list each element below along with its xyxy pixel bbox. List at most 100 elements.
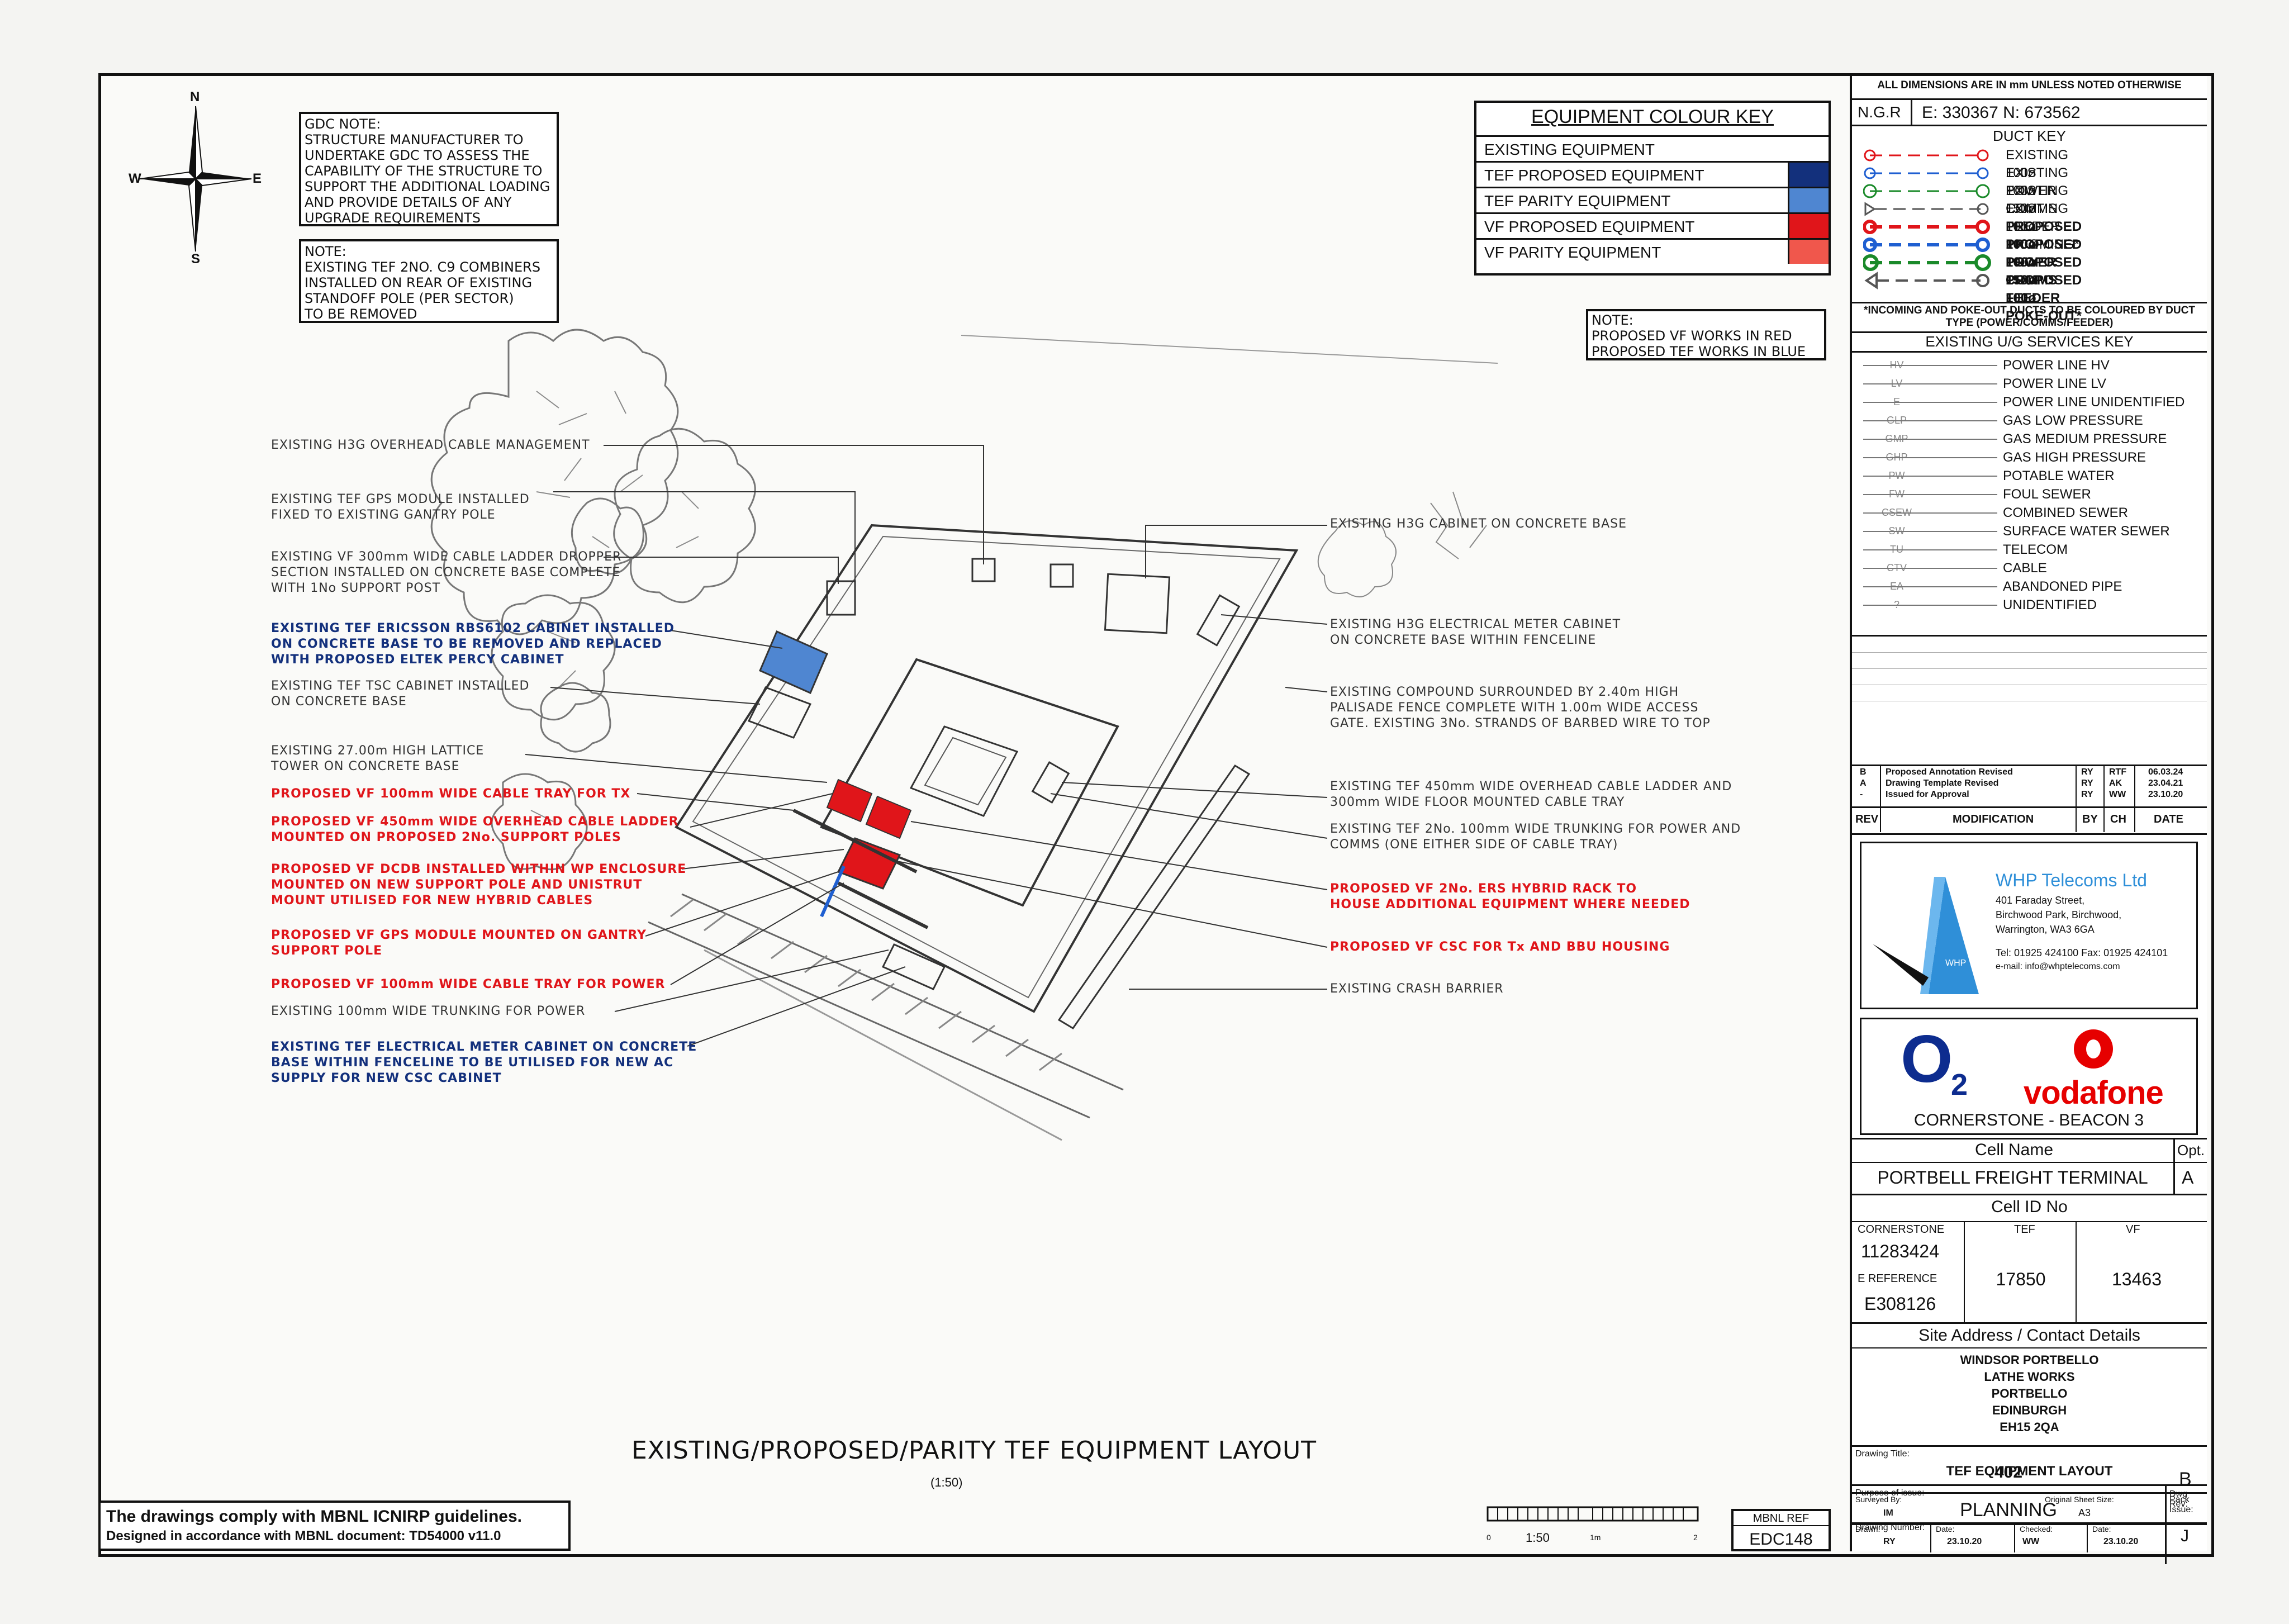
- client-logos-box: O 2 vodafone CORNERSTONE - BEACON 3: [1860, 1018, 2198, 1135]
- compass-e: E: [253, 171, 262, 186]
- label-vf-cable-tray-tx: PROPOSED VF 100mm WIDE CABLE TRAY FOR TX: [271, 787, 631, 801]
- ngr-row: N.G.R E: 330367 N: 673562: [1852, 98, 2207, 126]
- duct-line-icon: [1863, 220, 1990, 234]
- vodafone-logo: vodafone: [2024, 1075, 2164, 1111]
- tree-canopy: [430, 329, 756, 871]
- gdc-note-title: GDC NOTE:: [305, 116, 381, 132]
- combiner-note-title: NOTE:: [305, 244, 346, 259]
- rev-date: 23.10.20: [2148, 790, 2183, 799]
- drawing-title-section: Drawing Title: TEF EQUIPMENT LAYOUT: [1852, 1445, 2207, 1486]
- label-tef-tsc-cabinet: EXISTING TEF TSC CABINET INSTALLED ON CO…: [271, 679, 530, 709]
- colour-key-row: TEF PARITY EQUIPMENT: [1476, 187, 1829, 212]
- combiner-note-line: TO BE REMOVED: [305, 306, 417, 322]
- vf-value: 13463: [2112, 1269, 2162, 1289]
- label-tef-ericsson-cabinet: EXISTING TEF ERICSSON RBS6102 CABINET IN…: [271, 621, 675, 667]
- rev-modification: Proposed Annotation Revised: [1886, 767, 2013, 777]
- colour-key-row: VF PROPOSED EQUIPMENT: [1476, 212, 1829, 238]
- vf-ers-hybrid-rack: [826, 778, 873, 823]
- gdc-note: GDC NOTE: STRUCTURE MANUFACTURER TO UNDE…: [299, 112, 559, 226]
- info-row-2: Drawn: RY Date: 23.10.20 Checked: WW Dat…: [1852, 1522, 2207, 1552]
- works-note-line: PROPOSED TEF WORKS IN BLUE: [1592, 344, 1806, 359]
- vf-ers-hybrid-rack-2: [865, 795, 912, 839]
- company-name: WHP Telecoms Ltd: [1996, 870, 2147, 890]
- whp-logo-text: WHP: [1945, 958, 1967, 968]
- leader-lines-right: [894, 525, 1328, 990]
- services-key-title: EXISTING U/G SERVICES KEY: [1925, 333, 2134, 350]
- label-tef-cable-ladder: EXISTING TEF 450mm WIDE OVERHEAD CABLE L…: [1330, 780, 1732, 809]
- vf-label: VF: [2126, 1223, 2140, 1236]
- rev-code: -: [1860, 790, 1863, 799]
- label-h3g-meter-cabinet: EXISTING H3G ELECTRICAL METER CABINET ON…: [1330, 618, 1621, 647]
- drawn-date-label: Date:: [1936, 1525, 1955, 1533]
- rev-date: 06.03.24: [2148, 767, 2183, 777]
- cornerstone-value: 11283424: [1861, 1241, 1939, 1261]
- rev-code: A: [1860, 778, 1867, 788]
- tef-blue-cable: [820, 865, 846, 918]
- railway-sleepers: [670, 899, 1062, 1071]
- mbnl-ref-label: MBNL REF: [1734, 1512, 1829, 1526]
- address-line: PORTBELLO: [1991, 1386, 2068, 1400]
- service-name: GAS MEDIUM PRESSURE: [2003, 431, 2167, 447]
- service-line: [1863, 476, 1997, 477]
- duct-footnote-text: *INCOMING AND POKE-OUT DUCTS TO BE COLOU…: [1864, 305, 2195, 329]
- leader-lines: [525, 445, 984, 1047]
- service-name: ABANDONED PIPE: [2003, 579, 2122, 594]
- cell-id-header-line: [1852, 1221, 2207, 1222]
- client-caption: CORNERSTONE - BEACON 3: [1913, 1111, 2144, 1129]
- colour-key-row: TEF PROPOSED EQUIPMENT: [1476, 161, 1829, 187]
- label-crash-barrier: EXISTING CRASH BARRIER: [1330, 982, 1504, 996]
- title-block: ALL DIMENSIONS ARE IN mm UNLESS NOTED OT…: [1850, 76, 2207, 1564]
- combiner-note-line: EXISTING TEF 2No. C9 COMBINERS: [305, 259, 541, 275]
- address-line: LATHE WORKS: [1984, 1370, 2075, 1384]
- colour-swatch-tef-proposed: [1788, 163, 1829, 187]
- compliance-box: The drawings comply with MBNL ICNIRP gui…: [98, 1500, 571, 1551]
- revision-table: B Proposed Annotation Revised RY RTF 06.…: [1852, 764, 2207, 835]
- company-address-2: Birchwood Park, Birchwood,: [1996, 909, 2122, 920]
- label-vf-cable-ladder-dropper: EXISTING VF 300mm WIDE CABLE LADDER DROP…: [271, 550, 622, 595]
- surveyed-value: IM: [1883, 1508, 1893, 1518]
- site-plan-drawing: [430, 329, 1498, 1141]
- checked-value: WW: [2022, 1537, 2040, 1546]
- info-divider: [1930, 1523, 1931, 1552]
- scale-bar-ruler: [1487, 1506, 1699, 1522]
- compliance-line-2: Designed in accordance with MBNL documen…: [106, 1528, 501, 1544]
- cell-name-label: Cell Name: [1974, 1141, 2054, 1159]
- h3g-meter-cabinet: [1196, 594, 1241, 647]
- label-vf-overhead-cable-ladder: PROPOSED VF 450mm WIDE OVERHEAD CABLE LA…: [271, 815, 679, 844]
- title-block-bottom: B 402 Surveyed By: IM Original Sheet Siz…: [1850, 1447, 2207, 1553]
- company-address-3: Warrington, WA3 6GA: [1996, 924, 2095, 935]
- drawn-label: Drawn:: [1855, 1525, 1880, 1533]
- whp-logo-icon: [1873, 877, 1979, 994]
- rev-col-divider: [2076, 766, 2077, 832]
- site-address-section: Site Address / Contact Details WINDSOR P…: [1852, 1322, 2207, 1447]
- rev-checked: RTF: [2109, 767, 2127, 777]
- colour-key-row: EXISTING EQUIPMENT: [1476, 135, 1829, 161]
- colour-key-label: TEF PROPOSED EQUIPMENT: [1484, 167, 1704, 184]
- compliance-line-1: The drawings comply with MBNL ICNIRP gui…: [106, 1507, 522, 1526]
- rev-header-rev: REV: [1855, 813, 1879, 825]
- label-existing-trunking-power: EXISTING 100mm WIDE TRUNKING FOR POWER: [271, 1004, 586, 1018]
- service-name: TELECOM: [2003, 542, 2068, 557]
- service-line: [1863, 568, 1997, 569]
- scale-zero: 0: [1487, 1533, 1491, 1542]
- company-box: WHP WHP Telecoms Ltd 401 Faraday Street,…: [1860, 842, 2198, 1009]
- rev-checked: WW: [2109, 790, 2126, 799]
- duct-line-icon: [1864, 272, 1989, 289]
- drawing-number-section: Drawing Number:: [1852, 1523, 2207, 1532]
- label-vf-dcdb: PROPOSED VF DCDB INSTALLED WITHIN WP ENC…: [271, 862, 687, 908]
- drawing-number-value: 402: [1994, 1463, 2023, 1481]
- revision-blank-row: [1852, 669, 2207, 685]
- company-phone: Tel: 01925 424100 Fax: 01925 424101: [1996, 947, 2168, 958]
- info-divider: [2165, 1494, 2167, 1553]
- cell-name-section: Cell Name Opt. PORTBELL FREIGHT TERMINAL…: [1852, 1138, 2207, 1195]
- rev-code: B: [1860, 767, 1867, 777]
- gdc-note-line: UPGRADE REQUIREMENTS: [305, 210, 481, 226]
- gdc-note-line: SUPPORT THE ADDITIONAL LOADING: [305, 179, 550, 194]
- info-divider: [2087, 1523, 2088, 1552]
- drawing-number-label: Drawing Number:: [1855, 1523, 1925, 1532]
- service-line: [1863, 457, 1997, 458]
